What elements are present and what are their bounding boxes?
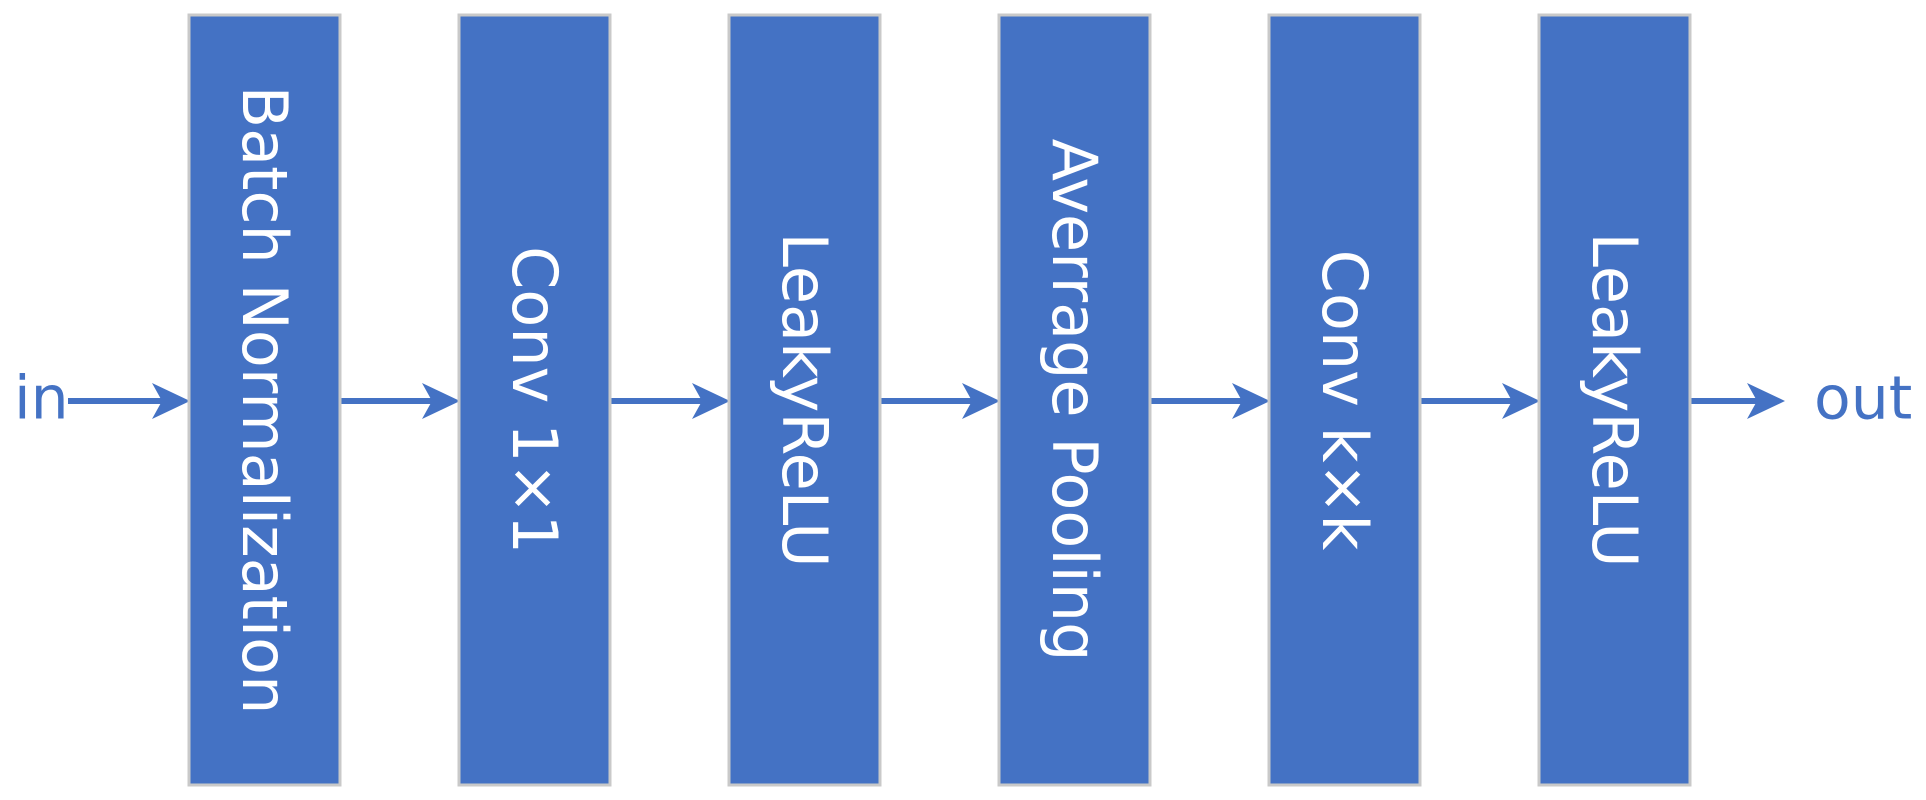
- arrow-block-6-to-out: [1690, 383, 1785, 419]
- arrow-block-3-to-block-4: [880, 383, 1000, 419]
- block-conv-kxk: Conv k×k: [1267, 13, 1422, 787]
- block-batch-normalization: Batch Normalization: [187, 13, 342, 787]
- block-label-conv-kxk: Conv k×k: [1308, 250, 1381, 551]
- block-label-averrage-pooling: Averrage Pooling: [1038, 139, 1111, 662]
- block-averrage-pooling: Averrage Pooling: [997, 13, 1152, 787]
- block-leakyrelu-1: LeakyReLU: [727, 13, 882, 787]
- arrow-in-to-block-1: [68, 383, 190, 419]
- block-label-batch-normalization: Batch Normalization: [228, 86, 301, 715]
- output-label: out: [1814, 364, 1912, 434]
- arrow-block-1-to-block-2: [340, 383, 460, 419]
- block-conv-1x1: Conv 1×1: [457, 13, 612, 787]
- block-leakyrelu-2: LeakyReLU: [1537, 13, 1692, 787]
- block-label-conv-1x1: Conv 1×1: [498, 246, 571, 554]
- block-label-leakyrelu-2: LeakyReLU: [1578, 232, 1651, 567]
- block-label-leakyrelu-1: LeakyReLU: [768, 232, 841, 567]
- arrow-block-5-to-block-6: [1420, 383, 1540, 419]
- input-label: in: [14, 364, 69, 434]
- arrow-block-2-to-block-3: [610, 383, 730, 419]
- arrow-block-4-to-block-5: [1150, 383, 1270, 419]
